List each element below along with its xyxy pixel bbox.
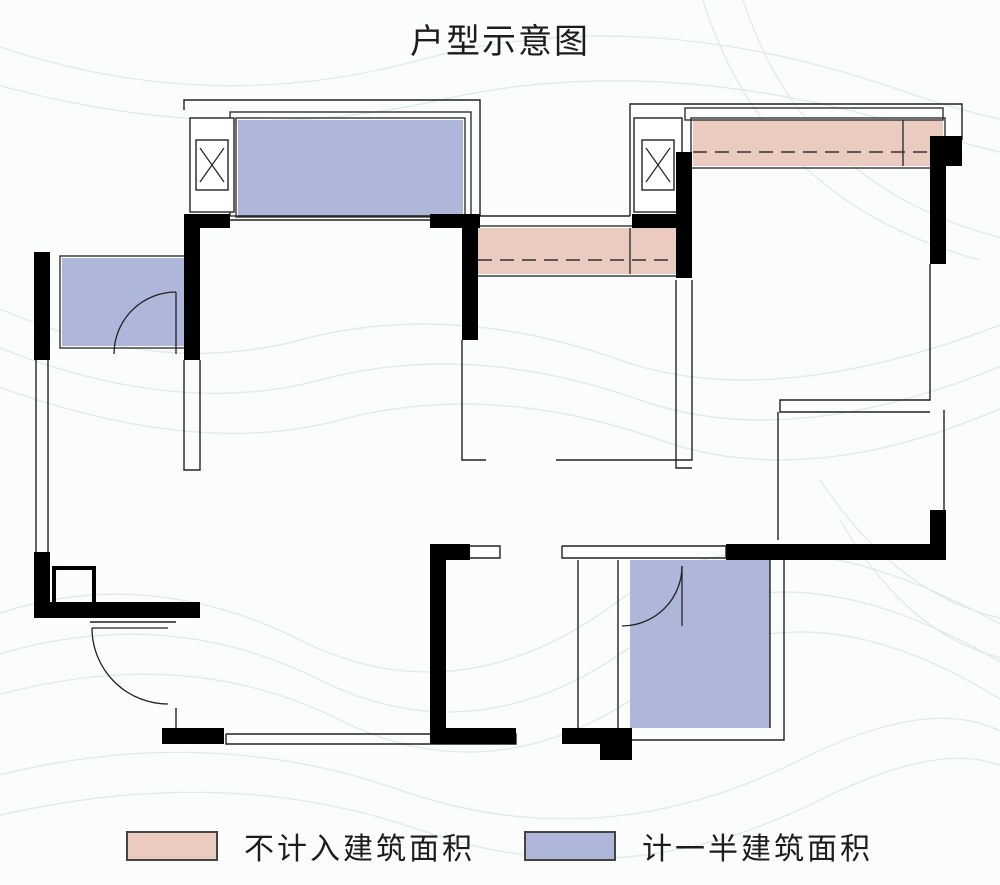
legend-label-not-counted: 不计入建筑面积 — [244, 832, 475, 867]
legend-swatch-half-counted — [524, 831, 616, 861]
page-title: 户型示意图 — [410, 22, 590, 62]
legend-not-counted: 不计入建筑面积 — [126, 828, 475, 867]
legend-label-half-counted: 计一半建筑面积 — [642, 832, 873, 867]
not-counted-bay-window-right — [693, 120, 943, 166]
legend-swatch-not-counted — [126, 831, 218, 861]
legend-half-counted: 计一半建筑面积 — [524, 828, 873, 867]
half-area-left-balcony — [62, 258, 184, 346]
half-area-top-balcony — [238, 120, 463, 215]
half-area-bottom-balcony — [630, 560, 770, 728]
not-counted-bay-window-middle — [478, 228, 676, 274]
